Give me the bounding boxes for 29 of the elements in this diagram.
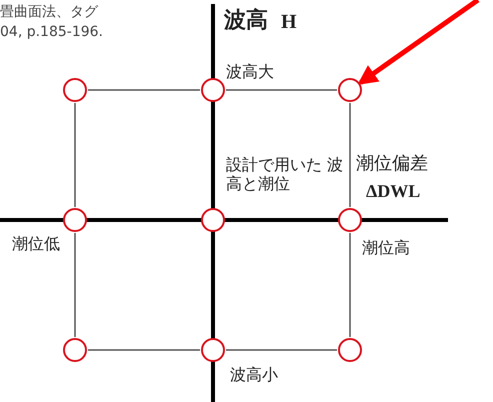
arrow (357, 0, 480, 85)
point-marker (338, 338, 362, 362)
grid-line (88, 349, 200, 351)
point-marker (201, 208, 225, 232)
grid-line (88, 89, 200, 91)
axis-title: 波高 (224, 8, 268, 34)
axis-title: 潮位偏差 (356, 153, 428, 175)
reference-note: 04, p.185-196. (0, 24, 103, 41)
point-marker (63, 78, 87, 102)
axis-symbol: H (281, 10, 297, 34)
reference-note: 畳曲面法、タグ (0, 4, 98, 21)
grid-line (226, 89, 337, 91)
grid-line (74, 103, 76, 207)
axis-label: 潮位低 (12, 234, 60, 254)
point-marker (63, 338, 87, 362)
axis-label: 潮位高 (362, 238, 410, 258)
grid-line (226, 349, 337, 351)
axis-label: 波高大 (226, 62, 274, 82)
point-marker (338, 78, 362, 102)
axis-symbol: ΔDWL (366, 181, 420, 203)
grid-line (349, 103, 351, 207)
point-marker (201, 78, 225, 102)
grid-line (349, 233, 351, 337)
point-marker (201, 338, 225, 362)
axis-label: 波高小 (230, 365, 278, 384)
grid-line (74, 233, 76, 337)
point-marker (338, 208, 362, 232)
point-marker (63, 208, 87, 232)
annotation-text: 設計で用いた 波高と潮位 (226, 155, 344, 194)
